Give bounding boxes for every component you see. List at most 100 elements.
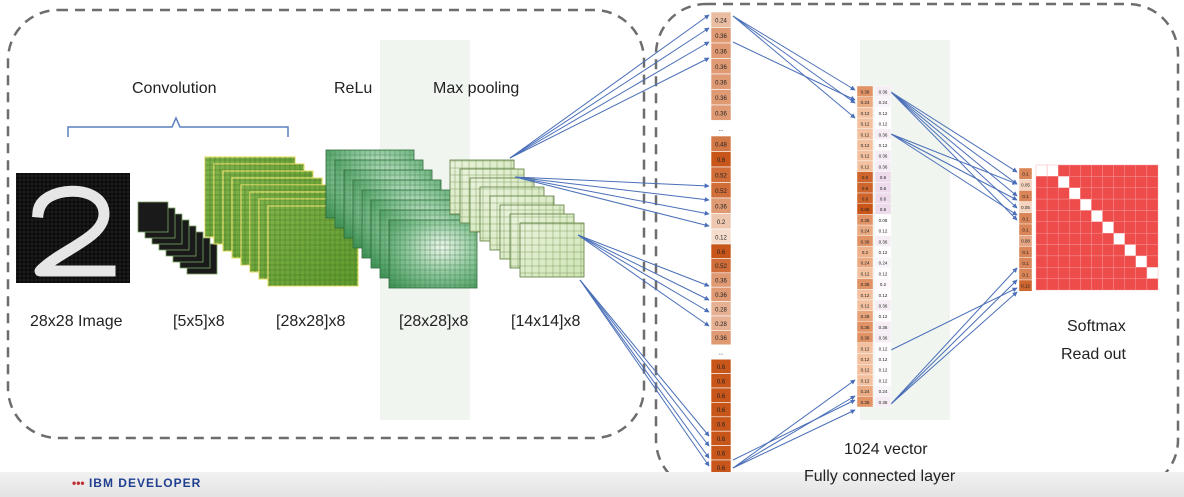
connection-arrow <box>890 133 1018 185</box>
fc-right-cell <box>874 396 892 408</box>
pooled-feature-maps <box>449 159 585 278</box>
softmax-matrix-cell <box>1035 244 1048 257</box>
connection-arrow <box>732 15 856 119</box>
footer-brand-logo: ••• IBM DEVELOPER <box>72 476 201 490</box>
softmax-matrix-cell <box>1091 221 1103 234</box>
softmax-matrix-cell <box>1069 210 1081 223</box>
softmax-matrix-cell <box>1102 164 1114 177</box>
connection-arrow <box>579 279 710 447</box>
fc-left-value: 0.24 <box>861 100 870 105</box>
fc-right-value: 0.12 <box>879 271 888 276</box>
softmax-vector-value: 0.1 <box>1022 216 1029 221</box>
fc-right-value: 0.12 <box>879 250 888 255</box>
softmax-matrix-cell <box>1046 221 1059 234</box>
softmax-matrix-cell <box>1102 244 1114 257</box>
fc-left-cell <box>856 396 874 408</box>
softmax-matrix-cell <box>1135 210 1148 223</box>
softmax-matrix-cell <box>1057 164 1070 177</box>
softmax-matrix-cell <box>1146 278 1159 291</box>
softmax-matrix-cell <box>1135 255 1148 268</box>
flat-vector-g1-value: 0.36 <box>715 205 727 211</box>
max-pooling-label: Max pooling <box>433 80 520 97</box>
connection-arrow <box>890 91 1018 197</box>
softmax-matrix-cell <box>1146 232 1159 245</box>
brand-dots-icon: ••• <box>72 476 85 490</box>
softmax-matrix-cell <box>1091 210 1103 223</box>
fc-right-value: 0.12 <box>879 293 888 298</box>
fc-left-value: 0.12 <box>861 293 870 298</box>
fc-right-value: 0.24 <box>879 261 888 266</box>
fc-left-value: 0.12 <box>861 132 870 137</box>
softmax-matrix-cell <box>1146 267 1159 279</box>
fully-connected-vector: 0.360.240.120.120.120.120.120.120.60.60.… <box>856 85 892 408</box>
softmax-matrix-cell <box>1124 278 1137 291</box>
softmax-matrix-cell <box>1124 198 1137 211</box>
softmax-vector-value: 0.05 <box>1021 183 1030 188</box>
softmax-matrix-cell <box>1046 210 1059 223</box>
softmax-matrix-cell <box>1124 232 1137 245</box>
softmax-matrix-cell <box>1102 255 1114 268</box>
fc-right-value: 0.6 <box>880 197 887 202</box>
footer-brand-text: IBM DEVELOPER <box>88 476 202 490</box>
fc-left-value: 0.68 <box>861 207 870 212</box>
softmax-matrix-cell <box>1135 221 1148 234</box>
softmax-matrix-cell <box>1046 278 1059 291</box>
softmax-vector-cell <box>1018 279 1033 292</box>
softmax-matrix-cell <box>1091 267 1103 279</box>
connection-arrow <box>732 41 856 101</box>
fc-right-value: 0.24 <box>879 389 888 394</box>
fc-left-value: 0.28 <box>861 314 870 319</box>
softmax-matrix-cell <box>1146 244 1159 257</box>
connection-arrow <box>514 176 710 189</box>
connection-arrow <box>732 409 856 469</box>
softmax-matrix-cell <box>1124 210 1137 223</box>
softmax-vector: 0.10.050.10.050.10.10.080.10.10.10.12 <box>1018 167 1033 292</box>
softmax-vector-value: 0.1 <box>1022 272 1029 277</box>
softmax-matrix-cell <box>1069 278 1081 291</box>
filter-stack <box>137 201 218 275</box>
softmax-matrix-cell <box>1080 255 1092 268</box>
softmax-matrix-cell <box>1069 176 1081 188</box>
fc-right-value: 0.36 <box>879 90 888 95</box>
softmax-vector-value: 0.1 <box>1022 261 1029 266</box>
softmax-matrix-cell <box>1069 198 1081 211</box>
softmax-label: Softmax <box>1067 318 1126 335</box>
softmax-matrix-cell <box>1113 278 1125 291</box>
flat-vector-g2-value: 0.6 <box>717 250 726 256</box>
softmax-vector-value: 0.12 <box>1021 284 1030 289</box>
softmax-matrix-cell <box>1035 255 1048 268</box>
softmax-matrix-cell <box>1091 232 1103 245</box>
softmax-matrix-cell <box>1113 232 1125 245</box>
softmax-matrix-cell <box>1102 221 1114 234</box>
fc-right-value: 0.12 <box>879 122 888 127</box>
softmax-matrix-cell <box>1069 221 1081 234</box>
fc-left-value: 0.36 <box>861 90 870 95</box>
softmax-matrix-cell <box>1146 221 1159 234</box>
fc-left-value: 0.12 <box>861 357 870 362</box>
softmax-matrix-cell <box>1069 267 1081 279</box>
vector-size-label: 1024 vector <box>844 441 928 458</box>
softmax-matrix-cell <box>1135 244 1148 257</box>
softmax-readout-matrix <box>1035 164 1159 291</box>
softmax-matrix-cell <box>1135 176 1148 188</box>
softmax-matrix-cell <box>1113 187 1125 200</box>
fc-right-value: 0.36 <box>879 304 888 309</box>
fc-right-value: 0.12 <box>879 314 888 319</box>
connection-arrow <box>732 399 856 461</box>
softmax-matrix-cell <box>1057 267 1070 279</box>
softmax-matrix-cell <box>1046 267 1059 279</box>
softmax-matrix-cell <box>1080 176 1092 188</box>
softmax-matrix-cell <box>1124 176 1137 188</box>
softmax-matrix-cell <box>1046 198 1059 211</box>
fc-right-value: 0.36 <box>879 164 888 169</box>
softmax-matrix-cell <box>1113 210 1125 223</box>
softmax-matrix-cell <box>1124 187 1137 200</box>
connection-arrow <box>509 27 710 159</box>
softmax-matrix-cell <box>1035 232 1048 245</box>
softmax-matrix-cell <box>1035 210 1048 223</box>
softmax-matrix-cell <box>1124 244 1137 257</box>
flat-vector-g1-value: 0.48 <box>715 143 727 149</box>
softmax-matrix-cell <box>1091 187 1103 200</box>
softmax-matrix-cell <box>1069 244 1081 257</box>
